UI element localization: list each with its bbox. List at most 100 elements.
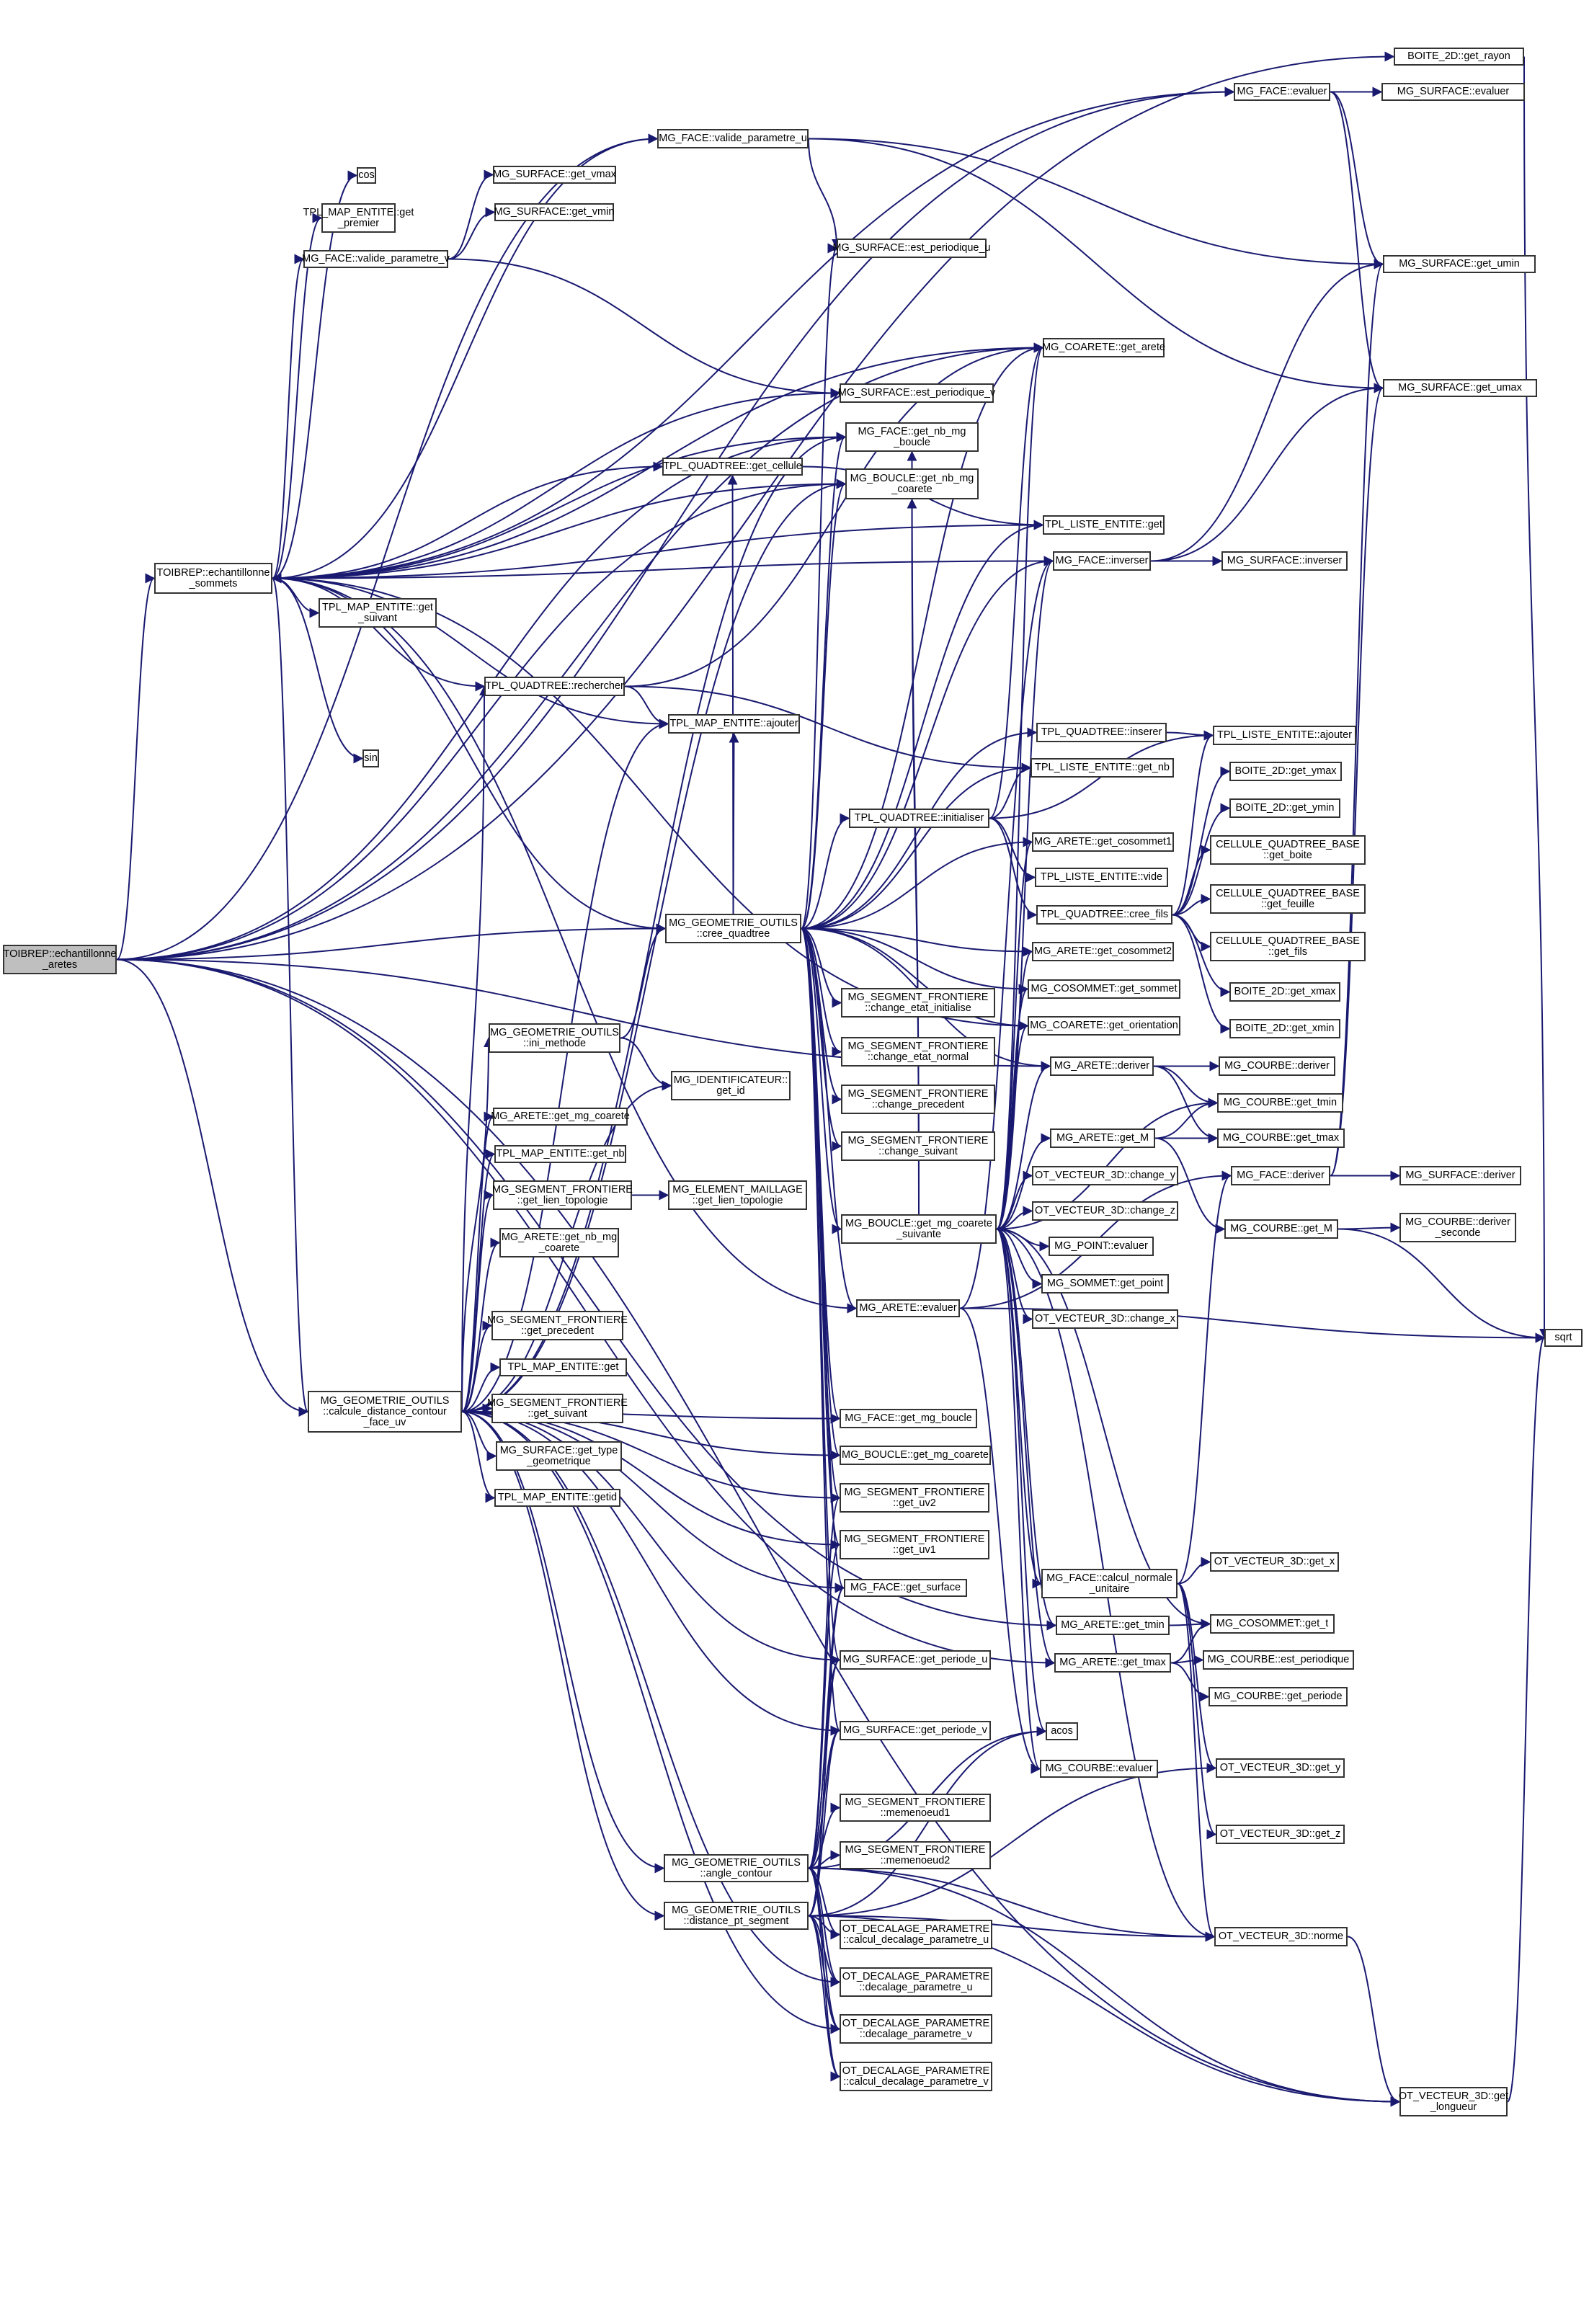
node-boite-get-xmin[interactable]: BOITE_2D::get_xmin [1229,1019,1340,1038]
node-quad-cree-fils[interactable]: TPL_QUADTREE::cree_fils [1036,905,1172,925]
node-seg-change-init[interactable]: MG_SEGMENT_FRONTIERE::change_etat_initia… [841,988,995,1018]
node-arete-deriver[interactable]: MG_ARETE::deriver [1050,1056,1154,1076]
node-geo-cree-quadtree[interactable]: MG_GEOMETRIE_OUTILS::cree_quadtree [665,914,801,943]
node-map-get-nb[interactable]: TPL_MAP_ENTITE::get_nb [494,1145,626,1163]
node-courbe-get-tmax[interactable]: MG_COURBE::get_tmax [1217,1128,1345,1148]
node-vec-norme[interactable]: OT_VECTEUR_3D::norme [1214,1927,1348,1946]
node-face-valide-v[interactable]: MG_FACE::valide_parametre_v [302,250,450,268]
node-surf-get-periode-u[interactable]: MG_SURFACE::get_periode_u [840,1650,991,1670]
node-seg-change-suiv[interactable]: MG_SEGMENT_FRONTIERE::change_suivant [841,1131,995,1161]
node-surf-get-vmin[interactable]: MG_SURFACE::get_vmin [494,203,614,221]
node-courbe-evaluer[interactable]: MG_COURBE::evaluer [1040,1760,1158,1778]
node-arete-get-tmax[interactable]: MG_ARETE::get_tmax [1054,1653,1171,1673]
node-map-getid[interactable]: TPL_MAP_ENTITE::getid [494,1489,620,1507]
node-courbe-get-tmin[interactable]: MG_COURBE::get_tmin [1217,1093,1343,1113]
node-face-valide-u[interactable]: MG_FACE::valide_parametre_u [657,129,809,148]
node-geo-angle-contour[interactable]: MG_GEOMETRIE_OUTILS::angle_contour [664,1854,809,1882]
node-boucle-get-nb-coarete[interactable]: MG_BOUCLE::get_nb_mg_coarete [845,468,979,499]
node-surf-get-umax[interactable]: MG_SURFACE::get_umax [1383,379,1537,397]
node-liste-vide[interactable]: TPL_LISTE_ENTITE::vide [1035,868,1168,887]
node-arete-get-cosommet2[interactable]: MG_ARETE::get_cosommet2 [1032,942,1174,961]
node-vec-get-z[interactable]: OT_VECTEUR_3D::get_z [1216,1825,1345,1844]
node-cell-get-boite[interactable]: CELLULE_QUADTREE_BASE::get_boite [1210,835,1366,865]
node-seg-get-uv2[interactable]: MG_SEGMENT_FRONTIERE::get_uv2 [840,1483,989,1513]
node-vec-get-x[interactable]: OT_VECTEUR_3D::get_x [1210,1552,1339,1572]
node-face-get-nb-boucle[interactable]: MG_FACE::get_nb_mg_boucle [845,422,979,452]
node-courbe-deriver[interactable]: MG_COURBE::deriver [1219,1056,1335,1076]
node-ech-sommets[interactable]: TOIBREP::echantillonne_sommets [154,563,272,594]
node-surf-get-umin[interactable]: MG_SURFACE::get_umin [1383,255,1536,273]
node-ident-get-id[interactable]: MG_IDENTIFICATEUR::get_id [671,1071,791,1100]
node-courbe-deriver-sec[interactable]: MG_COURBE::deriver_seconde [1399,1213,1516,1242]
node-boucle-get-mg-coarete[interactable]: MG_BOUCLE::get_mg_coarete [840,1446,991,1465]
node-seg-get-precedent[interactable]: MG_SEGMENT_FRONTIERE::get_precedent [487,1311,628,1340]
node-courbe-get-periode[interactable]: MG_COURBE::get_periode [1209,1687,1348,1706]
node-map-ajouter[interactable]: TPL_MAP_ENTITE::ajouter [668,714,800,734]
node-arete-get-nb-coarete[interactable]: MG_ARETE::get_nb_mg_coarete [499,1228,619,1257]
node-arete-get-tmin[interactable]: MG_ARETE::get_tmin [1056,1616,1170,1635]
node-dec-calc-u[interactable]: OT_DECALAGE_PARAMETRE::calcul_decalage_p… [840,1920,992,1949]
node-cosommet-get-sommet[interactable]: MG_COSOMMET::get_sommet [1028,979,1180,999]
node-vec-get-longueur[interactable]: OT_VECTEUR_3D::get_longueur [1399,2087,1508,2116]
node-face-calc-normale[interactable]: MG_FACE::calcul_normale_unitaire [1041,1569,1178,1598]
node-geo-calc-dist[interactable]: MG_GEOMETRIE_OUTILS::calcule_distance_co… [308,1391,462,1433]
node-sommet-get-point[interactable]: MG_SOMMET::get_point [1041,1274,1169,1294]
node-boite-get-ymin[interactable]: BOITE_2D::get_ymin [1229,798,1340,818]
node-seg-memenoeud2[interactable]: MG_SEGMENT_FRONTIERE::memenoeud2 [840,1841,991,1869]
node-seg-change-normal[interactable]: MG_SEGMENT_FRONTIERE::change_etat_normal [841,1037,995,1067]
node-face-deriver[interactable]: MG_FACE::deriver [1231,1166,1330,1185]
node-quad-get-cellule[interactable]: TPL_QUADTREE::get_cellule [662,458,803,476]
node-dec-u[interactable]: OT_DECALAGE_PARAMETRE::decalage_parametr… [840,1967,992,1997]
node-map-get-premier[interactable]: TPL_MAP_ENTITE::get_premier [303,203,414,233]
node-cell-get-feuille[interactable]: CELLULE_QUADTREE_BASE::get_feuille [1210,884,1366,914]
node-vec-change-x[interactable]: OT_VECTEUR_3D::change_x [1032,1309,1178,1329]
node-surf-get-periode-v[interactable]: MG_SURFACE::get_periode_v [840,1721,991,1740]
node-map-get-suivant[interactable]: TPL_MAP_ENTITE::get_suivant [319,598,437,628]
node-liste-ajouter[interactable]: TPL_LISTE_ENTITE::ajouter [1213,726,1356,745]
node-coarete-get-orient[interactable]: MG_COARETE::get_orientation [1028,1016,1180,1036]
node-geo-dist-pt-seg[interactable]: MG_GEOMETRIE_OUTILS::distance_pt_segment [664,1902,809,1930]
node-quad-inserer[interactable]: TPL_QUADTREE::inserer [1036,723,1167,742]
node-surf-inverser[interactable]: MG_SURFACE::inverser [1221,551,1348,571]
node-face-get-mg-boucle[interactable]: MG_FACE::get_mg_boucle [840,1409,977,1428]
node-map-get[interactable]: TPL_MAP_ENTITE::get [499,1358,627,1376]
node-surf-get-vmax[interactable]: MG_SURFACE::get_vmax [493,166,616,184]
node-cosommet-get-t[interactable]: MG_COSOMMET::get_t [1210,1614,1335,1634]
node-point-evaluer[interactable]: MG_POINT::evaluer [1049,1237,1154,1256]
node-quad-rechercher[interactable]: TPL_QUADTREE::rechercher [484,677,625,696]
node-boite-get-rayon[interactable]: BOITE_2D::get_rayon [1394,48,1524,66]
node-vec-get-y[interactable]: OT_VECTEUR_3D::get_y [1216,1758,1345,1778]
node-face-inverser[interactable]: MG_FACE::inverser [1053,551,1151,571]
node-seg-get-suivant[interactable]: MG_SEGMENT_FRONTIERE::get_suivant [487,1394,628,1423]
node-courbe-est-per[interactable]: MG_COURBE::est_periodique [1203,1650,1354,1670]
node-sin[interactable]: sin [362,749,379,767]
node-arete-get-M[interactable]: MG_ARETE::get_M [1050,1128,1155,1148]
node-boite-get-ymax[interactable]: BOITE_2D::get_ymax [1229,762,1342,781]
node-surf-est-per-u[interactable]: MG_SURFACE::est_periodique_u [832,239,991,258]
node-courbe-get-M[interactable]: MG_COURBE::get_M [1224,1219,1338,1239]
node-acos[interactable]: acos [1046,1722,1078,1740]
node-arete-get-cosommet1[interactable]: MG_ARETE::get_cosommet1 [1032,832,1174,852]
node-boite-get-xmax[interactable]: BOITE_2D::get_xmax [1229,982,1340,1002]
node-liste-get[interactable]: TPL_LISTE_ENTITE::get [1043,515,1165,535]
node-surf-evaluer[interactable]: MG_SURFACE::evaluer [1381,83,1525,101]
node-seg-memenoeud1[interactable]: MG_SEGMENT_FRONTIERE::memenoeud1 [840,1794,991,1822]
node-surf-deriver[interactable]: MG_SURFACE::deriver [1399,1166,1521,1185]
node-arete-evaluer[interactable]: MG_ARETE::evaluer [856,1299,960,1317]
node-dec-v[interactable]: OT_DECALAGE_PARAMETRE::decalage_parametr… [840,2014,992,2044]
node-vec-change-z[interactable]: OT_VECTEUR_3D::change_z [1032,1201,1178,1221]
node-vec-change-y[interactable]: OT_VECTEUR_3D::change_y [1032,1166,1178,1185]
node-sqrt[interactable]: sqrt [1544,1329,1583,1347]
node-geo-ini-methode[interactable]: MG_GEOMETRIE_OUTILS::ini_methode [489,1023,620,1053]
node-boucle-get-coarete-suiv[interactable]: MG_BOUCLE::get_mg_coarete_suivante [841,1214,997,1244]
node-surf-est-per-v[interactable]: MG_SURFACE::est_periodique_v [838,383,995,403]
node-seg-get-uv1[interactable]: MG_SEGMENT_FRONTIERE::get_uv1 [840,1530,989,1559]
node-liste-get-nb[interactable]: TPL_LISTE_ENTITE::get_nb [1031,758,1174,778]
node-seg-get-lien-topo[interactable]: MG_SEGMENT_FRONTIERE::get_lien_topologie [492,1180,633,1210]
node-elem-get-lien-topo[interactable]: MG_ELEMENT_MAILLAGE::get_lien_topologie [668,1180,807,1210]
node-seg-change-prec[interactable]: MG_SEGMENT_FRONTIERE::change_precedent [841,1085,995,1114]
node-dec-calc-v[interactable]: OT_DECALAGE_PARAMETRE::calcul_decalage_p… [840,2062,992,2091]
node-arete-get-mg-coarete[interactable]: MG_ARETE::get_mg_coarete [491,1108,630,1126]
node-cell-get-fils[interactable]: CELLULE_QUADTREE_BASE::get_fils [1210,932,1366,961]
node-root[interactable]: TOIBREP::echantillonne_aretes [3,945,117,974]
